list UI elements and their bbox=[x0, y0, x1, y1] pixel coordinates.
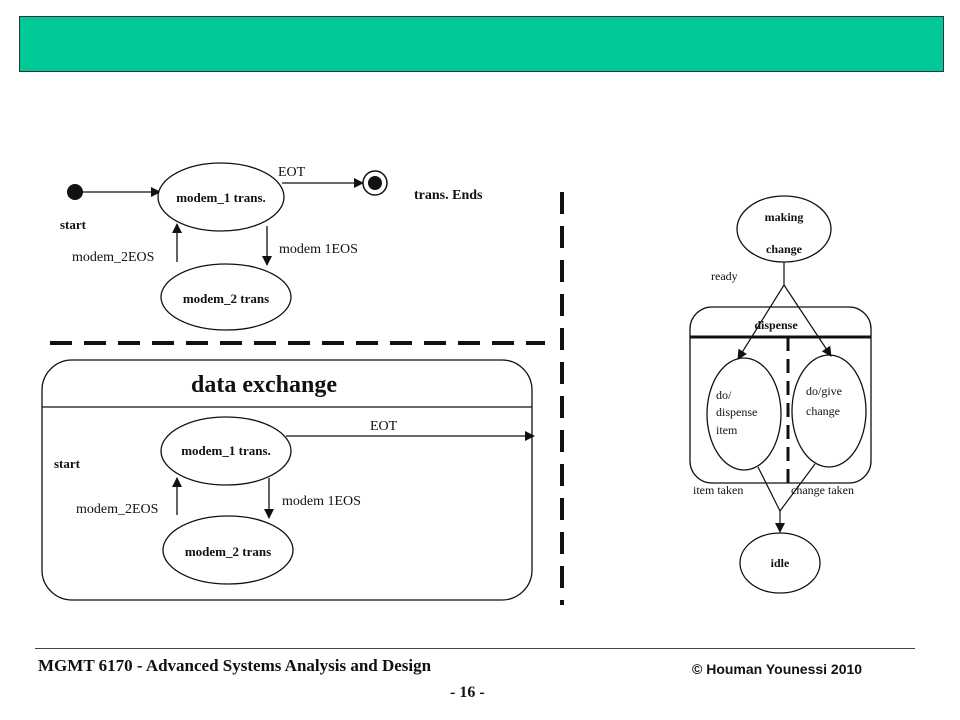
bottom-down-transition-label: modem 1EOS bbox=[282, 494, 361, 509]
data-exchange-composite-state: data exchange modem_1 trans. modem_2 tra… bbox=[41, 359, 535, 601]
footer-divider bbox=[35, 648, 915, 649]
top-up-transition-label: modem_2EOS bbox=[72, 250, 154, 265]
top-initial-state bbox=[67, 184, 83, 200]
bottom-eot-label: EOT bbox=[370, 419, 398, 434]
give-change-label-1: do/give bbox=[806, 384, 842, 398]
ready-to-give-change-transition bbox=[783, 284, 832, 357]
item-taken-transition bbox=[757, 466, 781, 512]
data-exchange-title: data exchange bbox=[191, 372, 337, 398]
top-end-label: trans. Ends bbox=[414, 188, 483, 203]
vending-state-diagram: making change ready dispense do/ dispens… bbox=[689, 195, 872, 594]
dispense-label: dispense bbox=[754, 318, 798, 332]
give-change-label-2: change bbox=[806, 404, 840, 418]
change-taken-transition bbox=[779, 463, 816, 512]
copyright-notice: © Houman Younessi 2010 bbox=[692, 661, 863, 677]
ready-label: ready bbox=[711, 269, 738, 283]
top-down-transition-label: modem 1EOS bbox=[279, 242, 358, 257]
data-exchange-frame bbox=[41, 359, 533, 601]
idle-state bbox=[739, 532, 821, 594]
making-change-label-2: change bbox=[766, 242, 803, 256]
bottom-state-modem2 bbox=[162, 515, 294, 585]
dispense-item-label-2: dispense bbox=[716, 405, 757, 419]
top-state-diagram: modem_1 trans. modem_2 trans start EOT t… bbox=[60, 162, 483, 331]
bottom-state-modem2-label: modem_2 trans bbox=[185, 544, 271, 559]
top-final-state-dot bbox=[368, 176, 382, 190]
top-state-modem1 bbox=[157, 162, 285, 232]
top-eot-label: EOT bbox=[278, 165, 306, 180]
ready-to-dispense-transition bbox=[737, 284, 785, 360]
header-bar bbox=[19, 16, 944, 72]
making-change-label-1: making bbox=[765, 210, 804, 224]
change-taken-label: change taken bbox=[791, 483, 854, 497]
course-title: MGMT 6170 - Advanced Systems Analysis an… bbox=[38, 656, 432, 675]
dispense-item-label-3: item bbox=[716, 423, 738, 437]
item-taken-label: item taken bbox=[693, 483, 743, 497]
idle-label: idle bbox=[771, 556, 790, 570]
top-start-label: start bbox=[60, 217, 87, 232]
top-state-modem1-label: modem_1 trans. bbox=[176, 190, 266, 205]
bottom-start-label: start bbox=[54, 456, 81, 471]
bottom-state-modem1-label: modem_1 trans. bbox=[181, 443, 271, 458]
page-number: - 16 - bbox=[450, 684, 485, 701]
bottom-up-transition-label: modem_2EOS bbox=[76, 502, 158, 517]
dispense-item-label-1: do/ bbox=[716, 388, 732, 402]
top-state-modem2 bbox=[160, 263, 292, 331]
bottom-state-modem1 bbox=[160, 416, 292, 486]
top-state-modem2-label: modem_2 trans bbox=[183, 291, 269, 306]
